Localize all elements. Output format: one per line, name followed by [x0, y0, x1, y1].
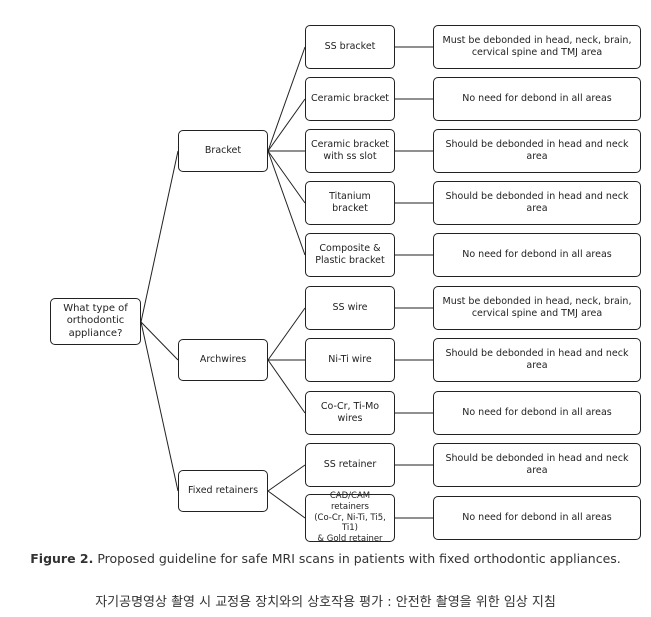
appliance-box-ss-retainer: SS retainer: [305, 443, 395, 487]
recommendation-box-ss-wire: Must be debonded in head, neck, brain, c…: [433, 286, 641, 330]
appliance-box-cadcam-retainers: CAD/CAM retainers (Co-Cr, Ni-Ti, Ti5, Ti…: [305, 491, 395, 544]
recommendation-box-niti-wire: Should be debonded in head and neck area: [433, 338, 641, 382]
appliance-box-composite-plastic-bracket: Composite & Plastic bracket: [305, 233, 395, 277]
recommendation-box-titanium-bracket: Should be debonded in head and neck area: [433, 181, 641, 225]
recommendation-box-cadcam-retainers: No need for debond in all areas: [433, 496, 641, 540]
appliance-box-cocr-timo-wires: Co-Cr, Ti-Mo wires: [305, 391, 395, 435]
korean-title: 자기공명영상 촬영 시 교정용 장치와의 상호작용 평가 : 안전한 촬영을 위…: [95, 595, 556, 610]
appliance-box-niti-wire: Ni-Ti wire: [305, 338, 395, 382]
recommendation-box-cocr-timo-wires: No need for debond in all areas: [433, 391, 641, 435]
recommendation-box-ss-bracket: Must be debonded in head, neck, brain, c…: [433, 25, 641, 69]
category-bracket-box: Bracket: [178, 130, 268, 172]
figure-caption: Figure 2. Proposed guideline for safe MR…: [0, 551, 651, 566]
category-archwires-box: Archwires: [178, 339, 268, 381]
appliance-box-ceramic-bracket-ss-slot: Ceramic bracket with ss slot: [305, 129, 395, 173]
recommendation-box-ceramic-bracket-ss-slot: Should be debonded in head and neck area: [433, 129, 641, 173]
appliance-box-ss-bracket: SS bracket: [305, 25, 395, 69]
recommendation-box-composite-plastic-bracket: No need for debond in all areas: [433, 233, 641, 277]
figure-caption-text: Proposed guideline for safe MRI scans in…: [93, 551, 621, 566]
recommendation-box-ss-retainer: Should be debonded in head and neck area: [433, 443, 641, 487]
appliance-box-titanium-bracket: Titanium bracket: [305, 181, 395, 225]
appliance-box-ceramic-bracket: Ceramic bracket: [305, 77, 395, 121]
figure-caption-label: Figure 2.: [30, 551, 94, 566]
appliance-box-ss-wire: SS wire: [305, 286, 395, 330]
category-fixed-retainers-box: Fixed retainers: [178, 470, 268, 512]
root-question-box: What type of orthodontic appliance?: [50, 298, 141, 345]
recommendation-box-ceramic-bracket: No need for debond in all areas: [433, 77, 641, 121]
